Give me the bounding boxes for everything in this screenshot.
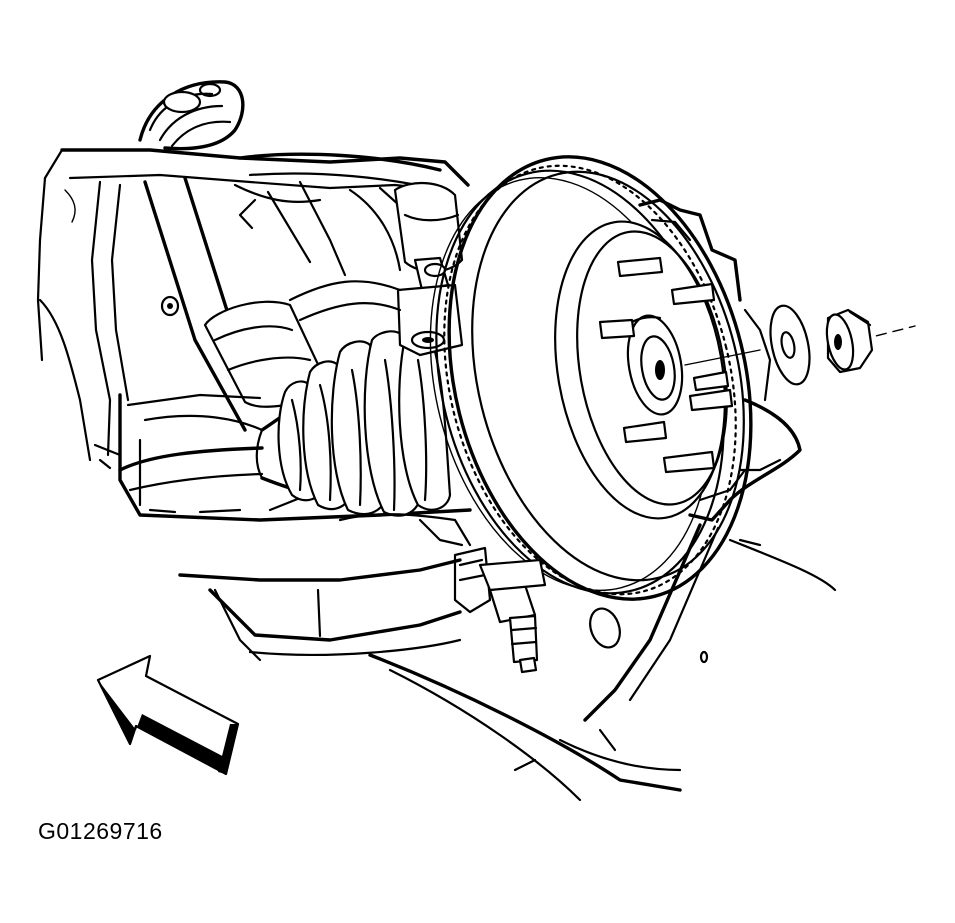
cv-axle-boot	[255, 330, 452, 517]
coil-spring-top	[138, 80, 245, 151]
wheel-hub	[554, 220, 728, 520]
steering-knuckle	[583, 198, 837, 722]
wheel-studs	[598, 256, 734, 474]
lower-ball-joint	[453, 546, 709, 674]
direction-arrow-icon	[96, 654, 240, 776]
figure-id-label: G01269716	[38, 818, 163, 844]
hub-nut-washer	[684, 304, 916, 386]
shock-absorber	[143, 176, 332, 432]
lower-frame-rail	[178, 513, 682, 802]
